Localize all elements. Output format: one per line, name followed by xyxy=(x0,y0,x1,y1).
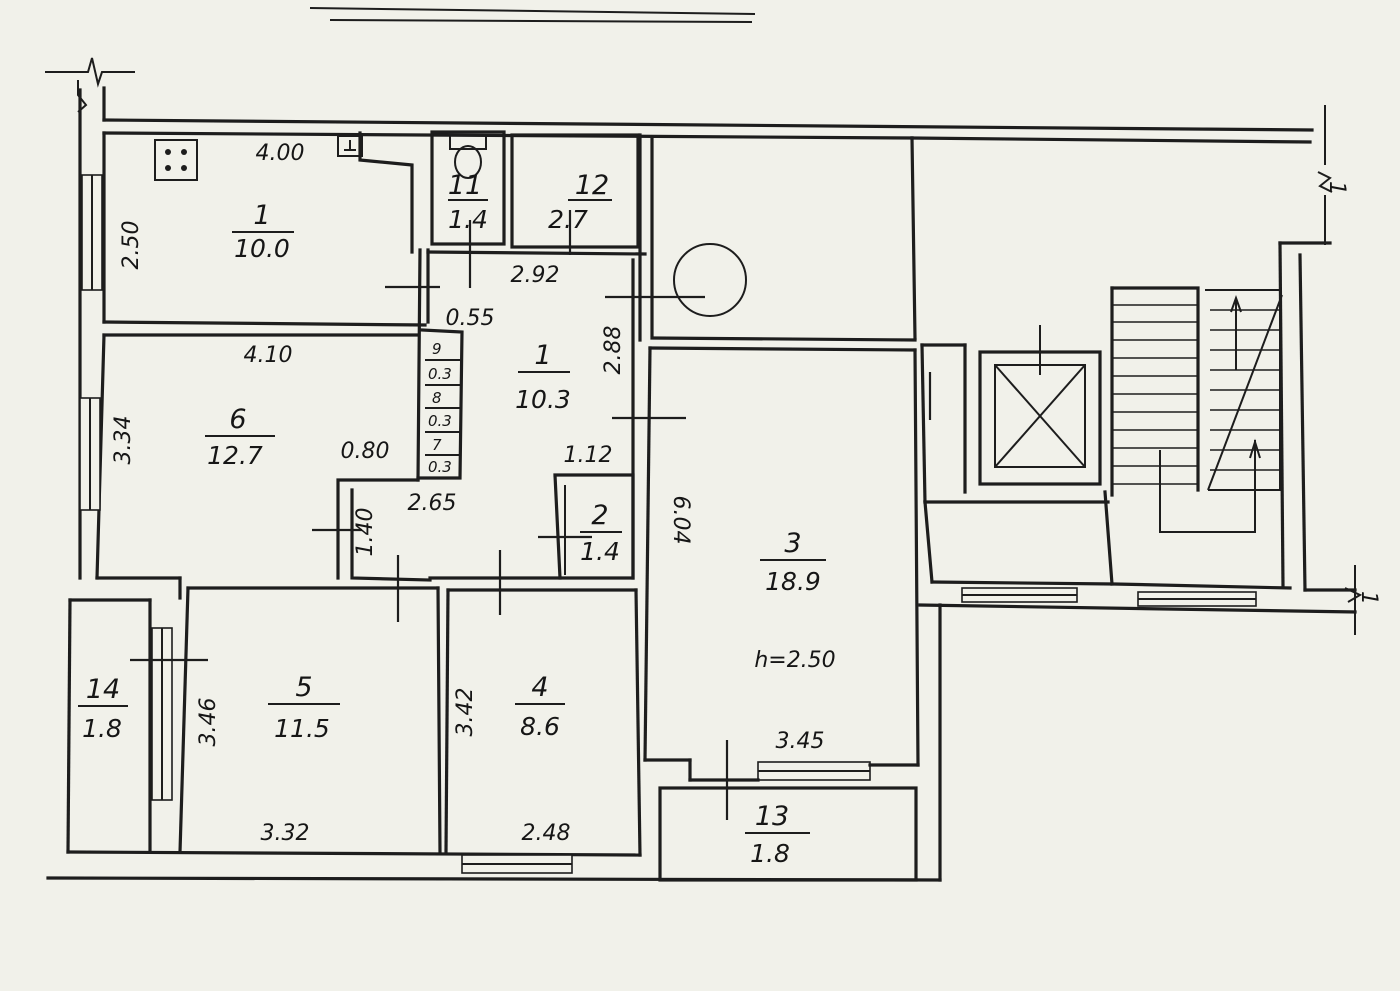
window-stair-left xyxy=(961,587,1078,603)
dim-room10-depth: 2.50 xyxy=(119,221,144,270)
dim-room4-depth: 3.42 xyxy=(453,688,478,737)
room-label-2: 2 1.4 xyxy=(580,500,622,566)
dim-room3-ceiling: h=2.50 xyxy=(754,648,835,673)
window-room4 xyxy=(461,854,573,874)
dim-hall-lower-depth: 1.40 xyxy=(353,508,378,557)
room-number: 11 xyxy=(448,170,482,201)
dim-room5-depth: 3.46 xyxy=(196,698,221,747)
window-room14 xyxy=(151,627,173,801)
room-number: 12 xyxy=(575,170,609,201)
section-marks: 1 1 xyxy=(1324,181,1381,605)
toilet-icon xyxy=(449,134,487,179)
dim-room2-width: 1.12 xyxy=(564,443,613,468)
break-mark-top-left xyxy=(45,57,135,113)
dim-hall-lower-width: 2.65 xyxy=(408,491,457,516)
dim-hall-height: 2.88 xyxy=(601,326,626,375)
room-number: 3 xyxy=(784,528,801,559)
window-room10 xyxy=(81,174,103,291)
dim-room6-depth: 3.34 xyxy=(111,416,136,465)
closet-number: 9 xyxy=(432,340,442,358)
room-number: 5 xyxy=(295,672,312,703)
staircase xyxy=(1110,286,1283,533)
window-room6 xyxy=(79,397,101,511)
room-area: 12.7 xyxy=(207,441,263,470)
sink-icon xyxy=(337,135,363,157)
room-number: 14 xyxy=(86,674,120,705)
closet-area: 0.3 xyxy=(428,412,452,430)
room-number: 2 xyxy=(591,500,608,531)
closet-labels: 9 0.3 8 0.3 7 0.3 xyxy=(428,340,452,476)
closet-number: 7 xyxy=(432,436,442,454)
room-label-1: 1 10.3 xyxy=(515,340,571,414)
room-label-6: 6 12.7 xyxy=(205,404,275,470)
room-area: 11.5 xyxy=(274,714,330,743)
room-area: 2.7 xyxy=(548,205,588,234)
dim-room4-width: 2.48 xyxy=(522,821,571,846)
elevator-shaft xyxy=(978,325,1102,486)
dim-hall-gap: 0.55 xyxy=(446,306,495,331)
room-area: 1.4 xyxy=(580,537,620,566)
room-number: 13 xyxy=(755,801,789,832)
dim-room6-width: 4.10 xyxy=(244,343,293,368)
room-label-3: 3 18.9 xyxy=(760,528,826,596)
room-number: 1 xyxy=(534,340,551,371)
room-label-12: 12 2.7 xyxy=(548,170,612,234)
stove-icon xyxy=(154,139,198,181)
room-area: 1.8 xyxy=(750,839,790,868)
closet-area: 0.3 xyxy=(428,365,452,383)
room-area: 18.9 xyxy=(765,567,821,596)
room-area: 10.0 xyxy=(234,234,290,263)
dim-room10-width: 4.00 xyxy=(256,141,305,166)
closet-area: 0.3 xyxy=(428,458,452,476)
section-mark-lower: 1 xyxy=(1356,591,1381,605)
room-label-4: 4 8.6 xyxy=(515,672,565,741)
dim-room3-width: 3.45 xyxy=(776,729,825,754)
door-marks xyxy=(130,210,932,820)
room-label-11: 11 1.4 xyxy=(448,170,488,234)
interior-walls xyxy=(102,130,1357,882)
room-label-10: 1 10.0 xyxy=(232,200,294,263)
room-area: 1.8 xyxy=(82,714,122,743)
dim-hall-top: 2.92 xyxy=(511,263,560,288)
dim-room6-inner: 0.80 xyxy=(341,439,390,464)
room-number: 1 xyxy=(253,200,270,231)
room-label-14: 14 1.8 xyxy=(78,674,128,743)
window-stair-right xyxy=(1137,591,1257,607)
room-number: 4 xyxy=(531,672,548,703)
room-label-13: 13 1.8 xyxy=(745,801,810,868)
column-circle-icon xyxy=(673,243,747,317)
room-label-5: 5 11.5 xyxy=(268,672,340,743)
dim-room3-depth: 6.04 xyxy=(668,496,693,545)
room-area: 1.4 xyxy=(448,205,488,234)
break-mark-right xyxy=(1317,105,1363,635)
dimensions: 4.00 2.50 4.10 3.34 0.80 2.92 0.55 2.88 … xyxy=(111,141,836,846)
dim-room5-width: 3.32 xyxy=(261,821,310,846)
room-number: 6 xyxy=(229,404,246,435)
room-area: 10.3 xyxy=(515,385,571,414)
window-room3 xyxy=(757,761,871,781)
room-area: 8.6 xyxy=(520,712,560,741)
closet-number: 8 xyxy=(432,389,442,407)
section-mark-upper: 1 xyxy=(1324,181,1349,195)
title-underline xyxy=(309,7,756,23)
